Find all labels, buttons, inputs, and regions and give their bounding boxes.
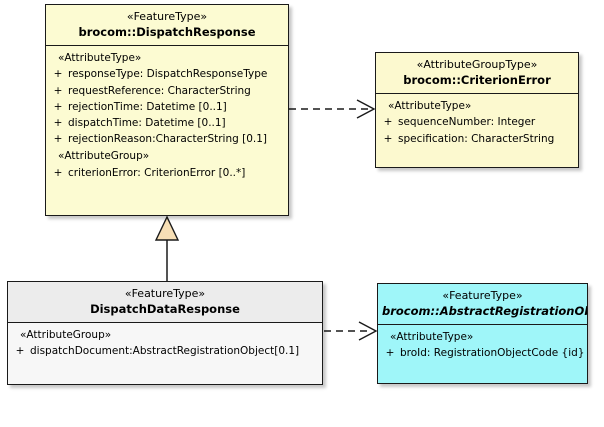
class-box-criterion-error[interactable]: «AttributeGroupType» brocom::CriterionEr… bbox=[375, 52, 579, 168]
visibility-marker: + bbox=[53, 117, 63, 130]
attribute-row: + sequenceNumber: Integer bbox=[378, 115, 576, 131]
class-box-dispatch-response[interactable]: «FeatureType» brocom::DispatchResponse «… bbox=[45, 4, 289, 216]
attribute-label: dispatchDocument:AbstractRegistrationObj… bbox=[30, 345, 300, 358]
class-box-dispatch-data-response[interactable]: «FeatureType» DispatchDataResponse «Attr… bbox=[7, 281, 323, 385]
class-header: «FeatureType» brocom::DispatchResponse bbox=[46, 5, 288, 46]
attribute-row: + rejectionTime: Datetime [0..1] bbox=[48, 99, 286, 115]
visibility-marker: + bbox=[15, 345, 25, 358]
class-attributes-compartment: «AttributeType» + responseType: Dispatch… bbox=[46, 45, 288, 186]
attribute-label: sequenceNumber: Integer bbox=[398, 116, 536, 129]
visibility-marker: + bbox=[383, 116, 393, 129]
section-label: «AttributeGroup» bbox=[20, 328, 112, 341]
class-header: «AttributeGroupType» brocom::CriterionEr… bbox=[376, 53, 578, 94]
attribute-row: + dispatchDocument:AbstractRegistrationO… bbox=[10, 344, 320, 360]
attribute-label: requestReference: CharacterString bbox=[68, 84, 251, 97]
attribute-label: rejectionTime: Datetime [0..1] bbox=[68, 100, 227, 113]
attribute-label: broId: RegistrationObjectCode {id} bbox=[400, 347, 585, 360]
section-label: «AttributeType» bbox=[390, 330, 474, 343]
attribute-row: + responseType: DispatchResponseType bbox=[48, 67, 286, 83]
attribute-row: + specification: CharacterString bbox=[378, 131, 576, 147]
class-title: brocom::CriterionError bbox=[403, 72, 551, 87]
section-label: «AttributeGroup» bbox=[58, 150, 150, 162]
class-header: «FeatureType» DispatchDataResponse bbox=[8, 282, 322, 323]
class-attributes-compartment: «AttributeGroup» + dispatchDocument:Abst… bbox=[8, 322, 322, 365]
class-title: brocom::DispatchResponse bbox=[78, 24, 256, 39]
class-stereotype: «FeatureType» bbox=[124, 287, 206, 300]
visibility-marker: + bbox=[53, 84, 63, 97]
class-attributes-compartment: «AttributeType» + sequenceNumber: Intege… bbox=[376, 93, 578, 152]
generalization-dispatchdataresponse-dispatchresponse bbox=[154, 215, 180, 281]
visibility-marker: + bbox=[53, 133, 63, 146]
attribute-row: + requestReference: CharacterString bbox=[48, 83, 286, 99]
visibility-marker: + bbox=[53, 68, 63, 81]
class-attributes-compartment: «AttributeType» + broId: RegistrationObj… bbox=[378, 324, 587, 367]
attribute-row: + criterionError: CriterionError [0..*] bbox=[48, 165, 286, 181]
dependency-dispatchdataresponse-abstractregistrationobject bbox=[324, 321, 378, 341]
class-stereotype: «AttributeGroupType» bbox=[416, 58, 538, 71]
class-box-abstract-registration-object[interactable]: «FeatureType» brocom::AbstractRegistrati… bbox=[377, 283, 588, 384]
attribute-label: responseType: DispatchResponseType bbox=[68, 68, 268, 81]
visibility-marker: + bbox=[385, 347, 395, 360]
visibility-marker: + bbox=[53, 100, 63, 113]
attribute-label: criterionError: CriterionError [0..*] bbox=[68, 166, 246, 179]
attribute-label: dispatchTime: Datetime [0..1] bbox=[68, 117, 226, 130]
visibility-marker: + bbox=[383, 132, 393, 145]
open-arrowhead-icon bbox=[358, 321, 378, 341]
attribute-label: specification: CharacterString bbox=[398, 132, 555, 145]
class-header: «FeatureType» brocom::AbstractRegistrati… bbox=[378, 284, 587, 325]
attribute-row: + rejectionReason:CharacterString [0.1] bbox=[48, 132, 286, 148]
attribute-label: rejectionReason:CharacterString [0.1] bbox=[68, 133, 268, 146]
hollow-triangle-icon bbox=[154, 215, 180, 241]
visibility-marker: + bbox=[53, 166, 63, 179]
attribute-row: + broId: RegistrationObjectCode {id} bbox=[380, 346, 585, 362]
open-arrowhead-icon bbox=[356, 99, 376, 119]
class-title: DispatchDataResponse bbox=[90, 301, 240, 316]
class-stereotype: «FeatureType» bbox=[442, 289, 523, 302]
attribute-row: + dispatchTime: Datetime [0..1] bbox=[48, 116, 286, 132]
section-label: «AttributeType» bbox=[388, 99, 472, 112]
class-stereotype: «FeatureType» bbox=[126, 10, 208, 23]
class-title: brocom::AbstractRegistrationObject bbox=[382, 303, 587, 318]
dependency-dispatchresponse-criterionerror bbox=[289, 99, 376, 119]
section-label: «AttributeType» bbox=[58, 51, 142, 64]
